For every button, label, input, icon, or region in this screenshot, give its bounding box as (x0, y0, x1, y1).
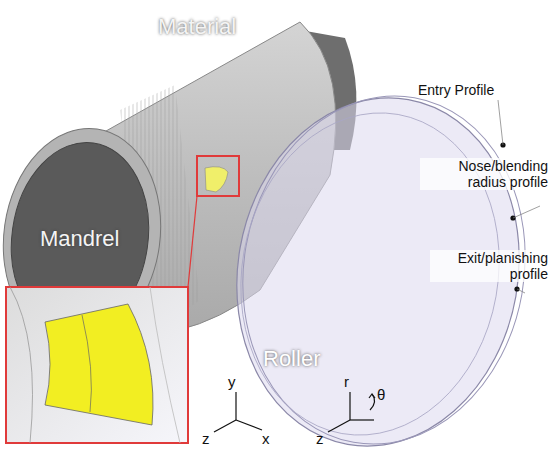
axis-label: θ (377, 386, 385, 403)
profile-label: Entry Profile (418, 82, 494, 98)
part-name: Roller (263, 346, 320, 371)
profile-label: Nose/blending radius profile (420, 158, 548, 190)
axis-label: r (344, 373, 349, 390)
axis-label: y (228, 373, 236, 390)
axis-label: x (262, 430, 270, 447)
axis-label: z (202, 430, 210, 447)
axis-label: z (316, 430, 324, 447)
part-name: Material (158, 14, 236, 39)
part-name: Mandrel (40, 226, 119, 251)
profile-label: Exit/planishing profile (430, 250, 548, 282)
